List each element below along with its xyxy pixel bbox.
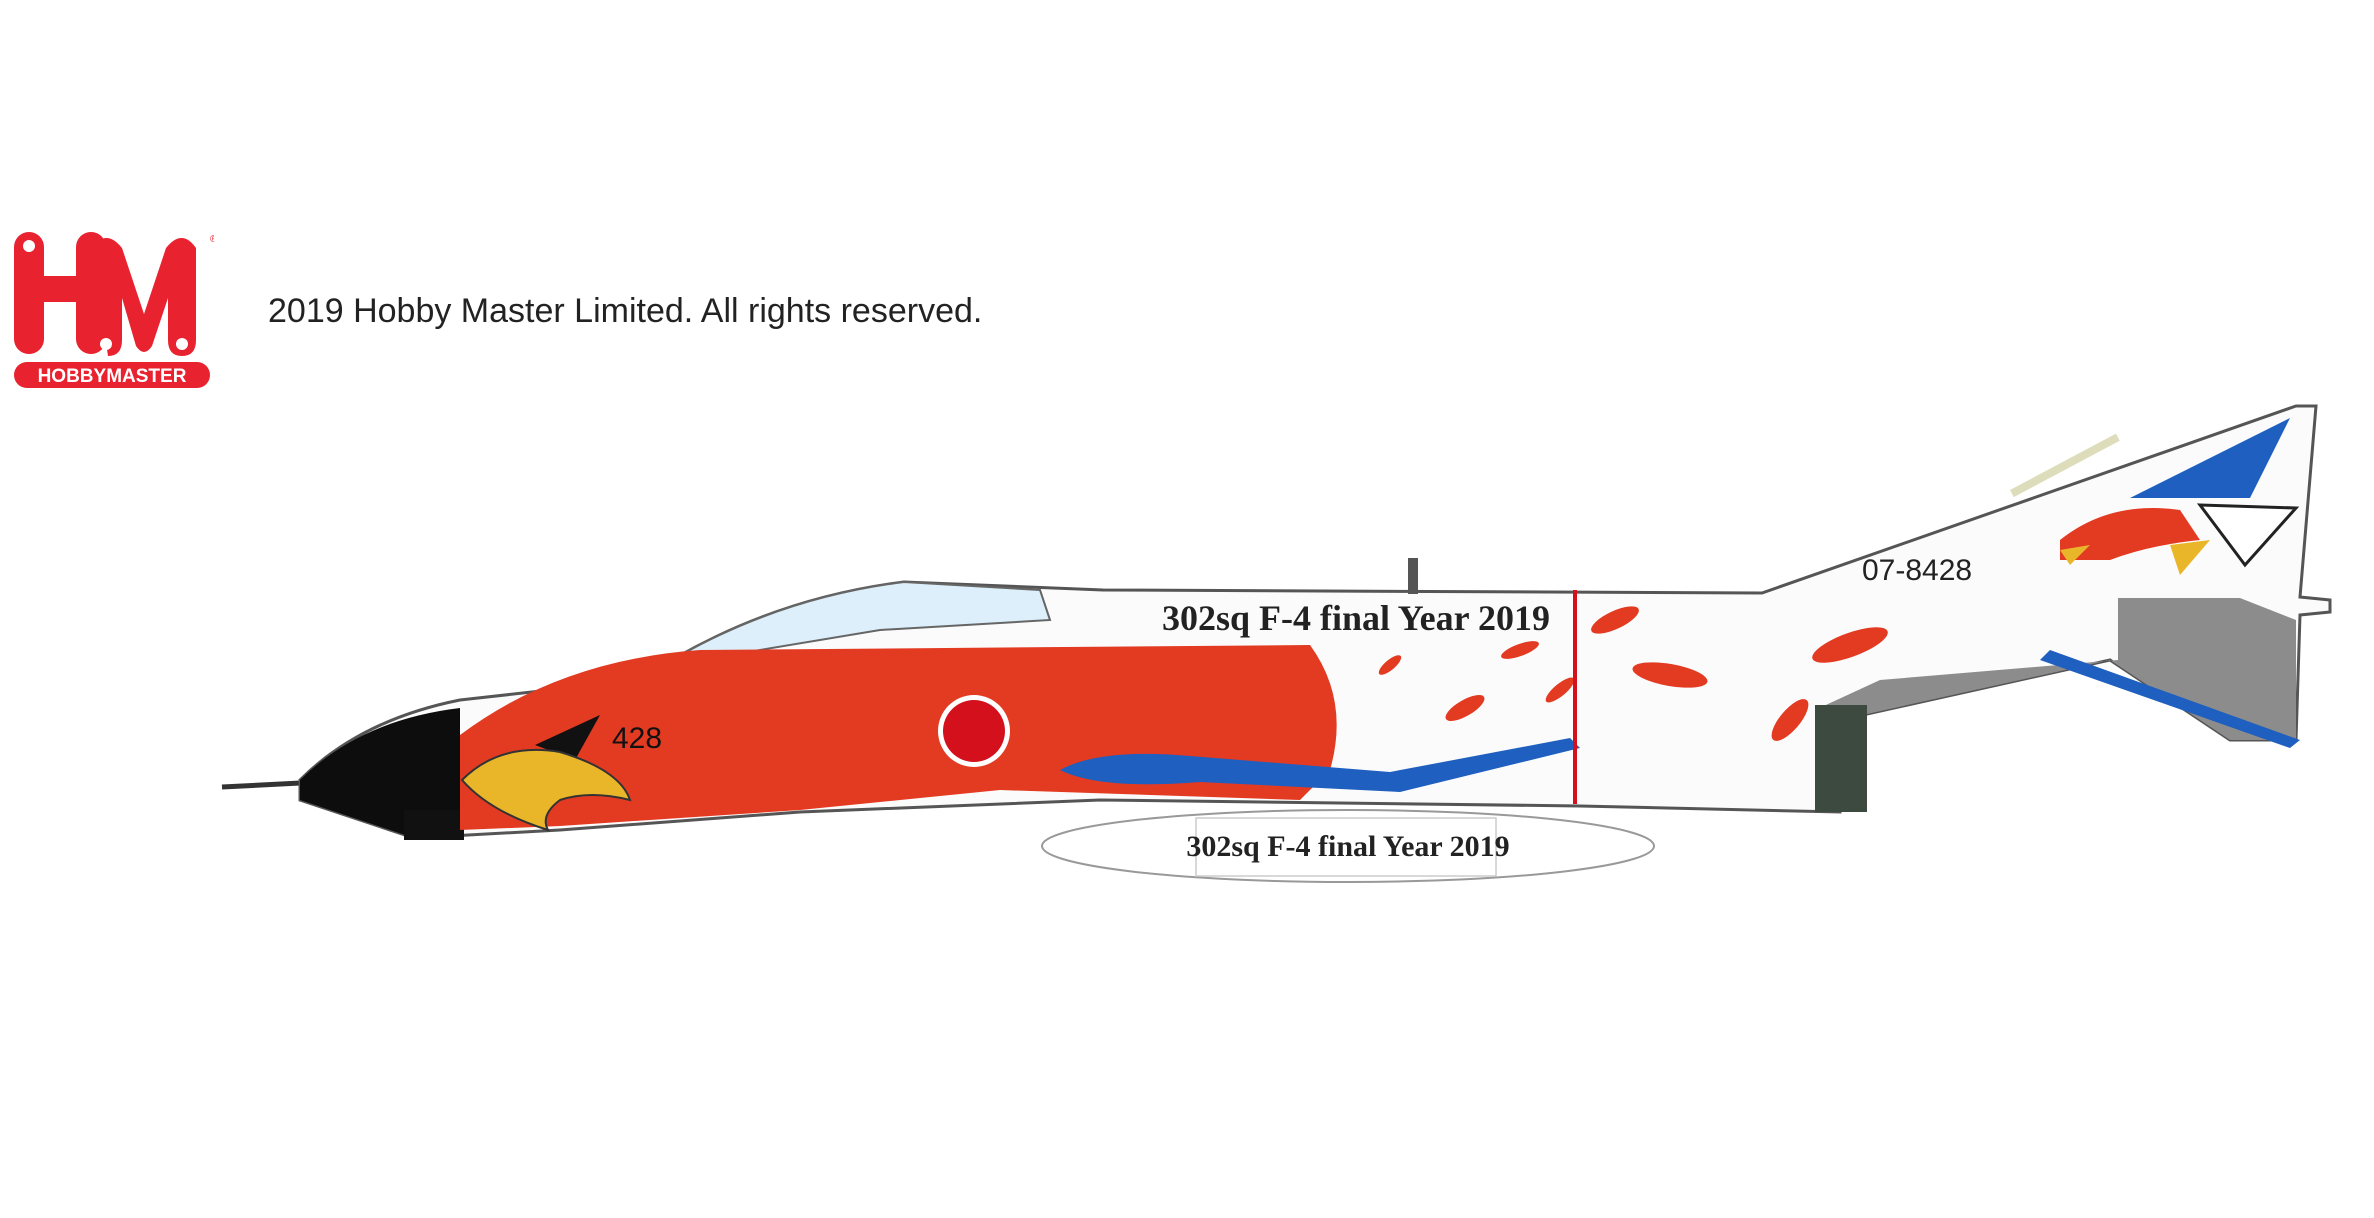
tail-serial: 07-8428 [1862, 554, 1972, 587]
tail-eagle-head [2060, 508, 2200, 560]
registered-mark: ® [210, 234, 214, 245]
red-livery [460, 645, 1337, 830]
fuselage-slogan: 302sq F-4 final Year 2019 [1162, 598, 1550, 638]
tail-white-wing [2196, 503, 2300, 568]
antenna [1408, 558, 1418, 594]
blue-stripe [1060, 738, 1580, 792]
red-stripe-line [1573, 590, 1577, 804]
nose-number: 428 [612, 722, 662, 755]
logo-wordmark: HOBBYMASTER [38, 366, 187, 387]
drop-tank: 302sq F-4 final Year 2019 [1041, 809, 1655, 883]
copyright-notice: 2019 Hobby Master Limited. All rights re… [268, 292, 983, 330]
intake [1815, 705, 1867, 812]
radome [300, 708, 460, 838]
engine-section [1815, 598, 2296, 812]
eagle-beak [460, 748, 632, 832]
tail-blue-wing [2130, 418, 2290, 498]
tank-slogan: 302sq F-4 final Year 2019 [1186, 830, 1509, 863]
hobbymaster-logo: HOBBYMASTER ® [14, 232, 214, 388]
eagle-eye [535, 715, 600, 760]
stabilator-stripe [2040, 650, 2300, 748]
feather-decals [1378, 606, 1888, 741]
